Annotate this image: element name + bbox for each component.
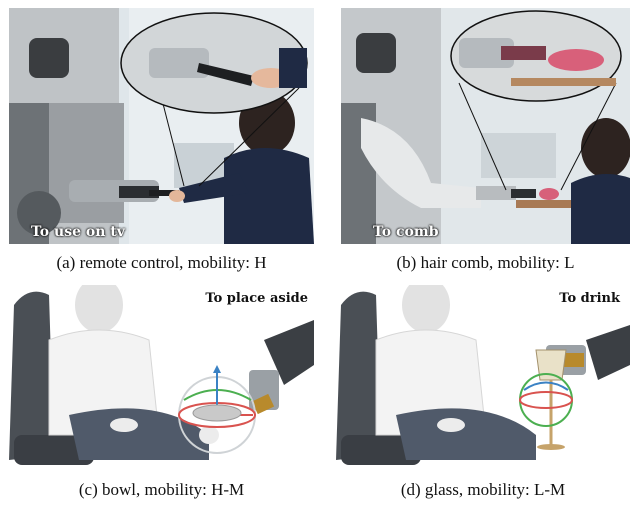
panel-a-illustration — [9, 8, 314, 244]
caption-a: (a) remote control, mobility: H — [56, 253, 267, 272]
overlay-label-c: To place aside — [205, 291, 308, 306]
panel-d-render: To drink — [336, 285, 630, 472]
overlay-label-d: To drink — [559, 291, 620, 306]
panel-b-illustration — [341, 8, 630, 244]
caption-c: (c) bowl, mobility: H-M — [78, 480, 245, 499]
panel-a-photo: To use on tv — [9, 8, 314, 244]
panel-c-render: To place aside — [9, 285, 314, 472]
panel-b-photo: To comb — [341, 8, 630, 244]
caption-b: (b) hair comb, mobility: L — [396, 253, 575, 272]
overlay-label-a: To use on tv — [31, 224, 125, 240]
panel-c-illustration — [9, 285, 314, 472]
panel-d-illustration — [336, 285, 630, 472]
overlay-label-b: To comb — [373, 224, 439, 240]
caption-d: (d) glass, mobility: L-M — [400, 480, 566, 499]
